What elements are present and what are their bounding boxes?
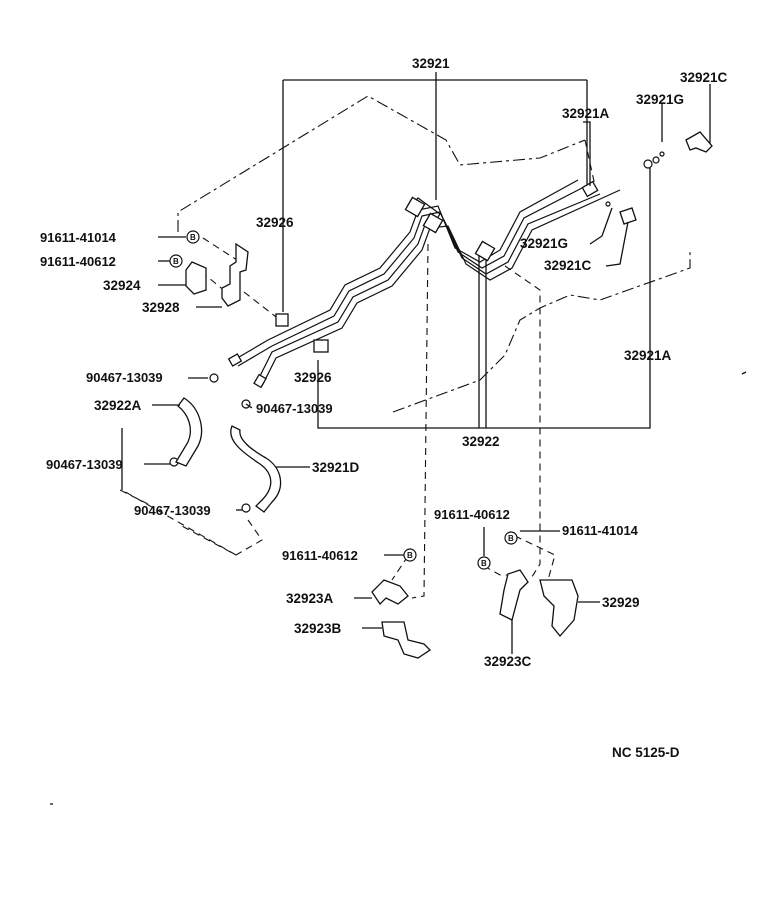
label-32921C-mid: 32921C [544, 258, 592, 273]
bolt-b-label-4: B [481, 559, 487, 568]
label-32923C: 32923C [484, 654, 532, 669]
label-32921G-top: 32921G [636, 92, 684, 107]
bolt-b-icon-5 [504, 531, 518, 545]
bolt-b-label-1: B [190, 233, 196, 242]
label-32926-mid: 32926 [294, 370, 332, 385]
bolt-b-label-2: B [173, 257, 179, 266]
small-parts [169, 131, 713, 513]
label-32929: 32929 [602, 595, 640, 610]
label-91611-40612-left: 91611-40612 [40, 254, 116, 269]
bolt-markers: B B B B B [169, 230, 518, 570]
label-91611-40612-bottom: 91611-40612 [282, 548, 358, 563]
label-32921A-right: 32921A [624, 348, 672, 363]
label-91611-40612-right: 91611-40612 [434, 507, 510, 522]
bolt-b-label-3: B [407, 551, 413, 560]
label-32924: 32924 [103, 278, 141, 293]
label-32926-top: 32926 [256, 215, 294, 230]
label-32921D: 32921D [312, 460, 360, 475]
bolt-b-icon-1 [186, 230, 200, 244]
label-90467-13039-1: 90467-13039 [86, 370, 163, 385]
part-labels: 32921 32921C 32921G 32921A 32926 91611-4… [40, 56, 728, 669]
phantom-lines [119, 95, 691, 599]
brackets [185, 242, 579, 659]
label-32923B: 32923B [294, 621, 342, 636]
label-32928: 32928 [142, 300, 180, 315]
diagram-code: NC 5125-D [612, 745, 680, 760]
pipe-assembly [227, 179, 621, 389]
label-90467-13039-4: 90467-13039 [134, 503, 211, 518]
group-bracket-32921 [282, 72, 588, 312]
label-32921: 32921 [412, 56, 450, 71]
bolt-b-label-5: B [508, 534, 514, 543]
label-32922A: 32922A [94, 398, 142, 413]
label-91611-41014-right: 91611-41014 [562, 523, 639, 538]
label-32921G-mid: 32921G [520, 236, 568, 251]
label-32921C-top: 32921C [680, 70, 728, 85]
bolt-b-icon-4 [477, 556, 491, 570]
hoses [175, 397, 282, 513]
label-32921A-top: 32921A [562, 106, 610, 121]
label-90467-13039-3: 90467-13039 [46, 457, 123, 472]
label-32923A: 32923A [286, 591, 334, 606]
group-bracket-32922 [317, 84, 711, 429]
leader-lines [144, 121, 629, 654]
label-91611-41014-left: 91611-41014 [40, 230, 117, 245]
label-32922: 32922 [462, 434, 500, 449]
label-90467-13039-2: 90467-13039 [256, 401, 333, 416]
